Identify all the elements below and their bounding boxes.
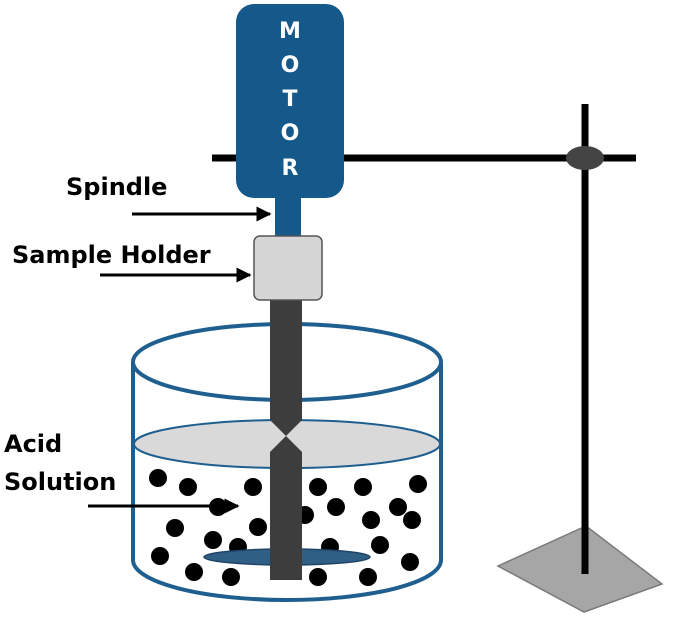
particle xyxy=(166,519,184,537)
motor-letter: T xyxy=(282,87,297,112)
particle xyxy=(149,469,167,487)
stand-base xyxy=(496,525,664,613)
particle xyxy=(401,553,419,571)
sample-holder-label: Sample Holder xyxy=(12,241,211,269)
acid-label-line2: Solution xyxy=(4,468,116,496)
particle xyxy=(309,568,327,586)
particle xyxy=(151,547,169,565)
particle xyxy=(371,536,389,554)
rod-lower xyxy=(270,436,302,580)
motor: M O T O R xyxy=(236,4,344,198)
particle xyxy=(389,498,407,516)
particle xyxy=(249,518,267,536)
sample-holder xyxy=(253,235,323,301)
annotations: Spindle Sample Holder Acid Solution xyxy=(4,173,272,514)
particle xyxy=(309,478,327,496)
particle xyxy=(185,563,203,581)
spindle-label: Spindle xyxy=(66,173,167,201)
particle xyxy=(409,475,427,493)
particle xyxy=(244,478,262,496)
particle xyxy=(354,478,372,496)
motor-letter: R xyxy=(282,156,299,181)
motor-letter: M xyxy=(279,19,301,44)
acid-label-line1: Acid xyxy=(4,430,62,458)
motor-letter: O xyxy=(281,121,300,146)
beaker-body xyxy=(131,362,443,602)
particle xyxy=(403,511,421,529)
motor-housing xyxy=(236,4,344,198)
stirring-rod xyxy=(270,300,302,580)
particle xyxy=(222,568,240,586)
clamp-joint xyxy=(566,146,604,170)
particle xyxy=(359,568,377,586)
particle xyxy=(327,498,345,516)
particle xyxy=(179,478,197,496)
particle xyxy=(204,531,222,549)
motor-letter: O xyxy=(281,53,300,78)
particle xyxy=(362,511,380,529)
rod-upper xyxy=(270,300,302,436)
spindle xyxy=(275,196,301,238)
